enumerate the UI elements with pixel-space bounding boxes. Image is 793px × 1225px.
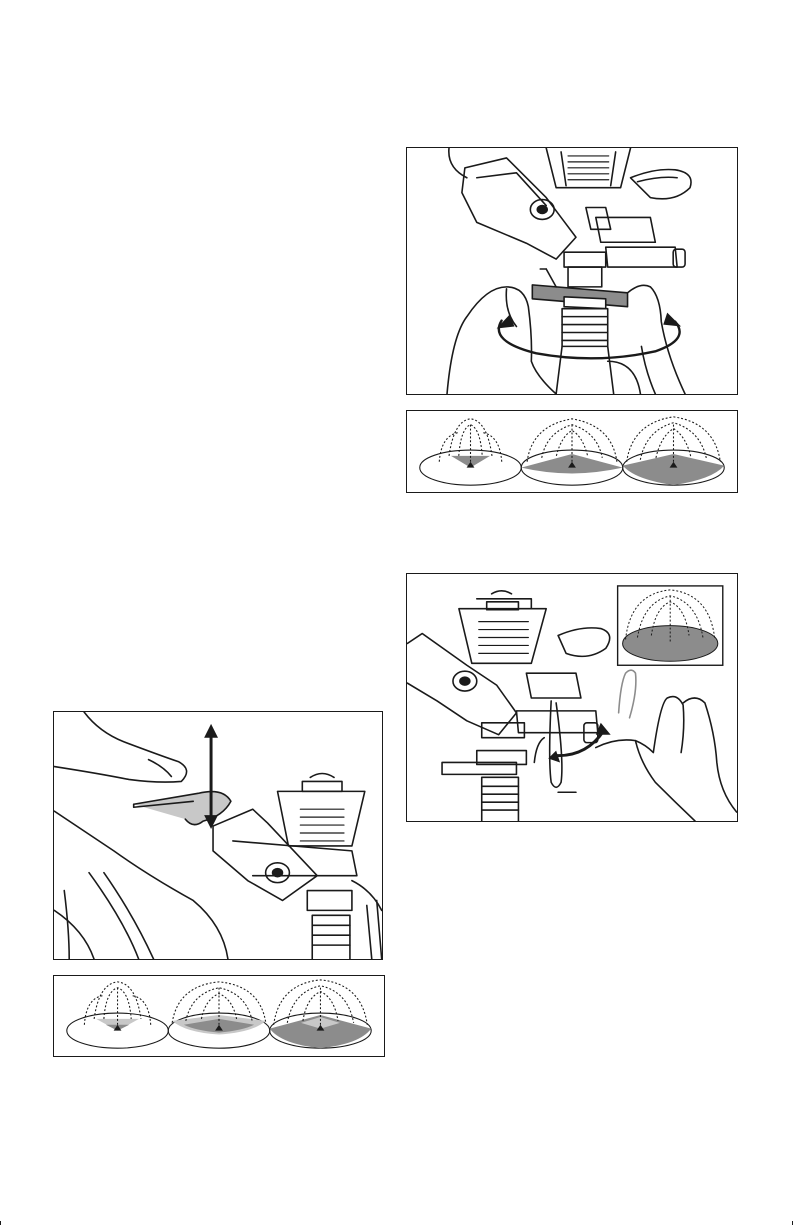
spray-pattern-diagrams-icon	[407, 411, 737, 492]
rotate-collar-illustration	[406, 147, 738, 395]
sprinkler-trip-pin-icon	[407, 574, 737, 821]
sprinkler-collar-rotate-icon	[407, 148, 737, 394]
spray-pattern-diagrams-icon	[54, 976, 384, 1056]
crop-mark-left	[0, 1221, 1, 1225]
sprinkler-deflector-lift-icon	[54, 712, 382, 959]
spray-pattern-row-bottom	[53, 975, 385, 1057]
deflector-lift-illustration	[53, 711, 383, 960]
trip-pin-illustration	[406, 573, 738, 822]
spray-pattern-row-top	[406, 410, 738, 493]
